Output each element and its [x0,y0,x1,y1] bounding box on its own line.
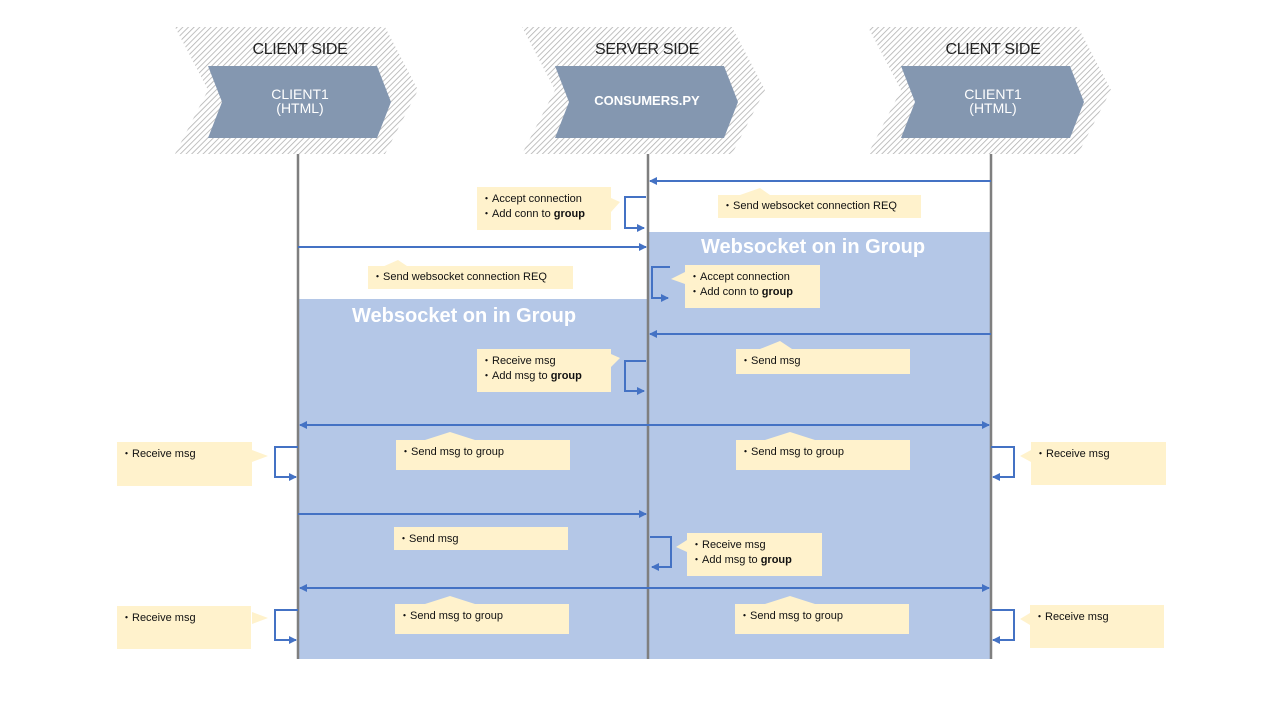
header-chevron-inner-2 [555,66,738,138]
note-line: Send msg to group [409,609,561,624]
note-receive-msg-server-2: Receive msg Add msg to group [687,533,822,576]
client-left-name: CLIENT1 (HTML) [210,87,390,115]
note-accept-connection-1: Accept connection Add conn to group [477,187,611,230]
note-send-msg-group-right-2: Send msg to group [735,604,909,634]
callout-pointer [425,432,475,440]
loop-right-receive-1 [991,446,1015,481]
note-line: Receive msg [701,538,814,553]
note-text: Add msg to [702,554,761,566]
note-line: Send msg [408,532,560,547]
note-line: Receive msg [491,354,603,369]
note-send-msg-group-right-1: Send msg to group [736,440,910,470]
loop-server-receive-2 [650,536,672,571]
note-text: Add conn to [700,286,762,298]
note-send-msg-group-left-1: Send msg to group [396,440,570,470]
note-line: Receive msg [131,447,244,462]
callout-pointer [671,272,685,284]
loop-left-receive-1 [274,446,298,481]
header-title-left: CLIENT SIDE [252,41,348,58]
client-right-name: CLIENT1 (HTML) [903,87,1083,115]
note-line: Send msg to group [750,445,902,460]
note-bold: group [760,554,792,566]
note-text: Add msg to [492,370,551,382]
note-send-ws-req-right: Send websocket connection REQ [718,195,921,218]
note-send-ws-req-left: Send websocket connection REQ [368,266,573,289]
note-line: Add msg to group [701,553,814,568]
callout-pointer [765,432,815,440]
header-title-right: CLIENT SIDE [945,41,1041,58]
callout-pointer [1020,613,1030,625]
callout-pointer [611,198,620,212]
group-title-right: Websocket on in Group [701,236,926,258]
note-line: Accept connection [699,270,812,285]
client-left-name-line1: CLIENT1 [271,86,329,102]
callout-pointer [611,354,620,367]
note-send-msg-group-left-2: Send msg to group [395,604,569,634]
loop-right-receive-2 [991,609,1015,644]
note-accept-connection-2: Accept connection Add conn to group [685,265,820,308]
server-name-line1: CONSUMERS.PY [594,93,700,108]
note-send-msg-left-2: Send msg [394,527,568,550]
note-line: Send msg to group [749,609,901,624]
note-text: Add conn to [492,208,554,220]
note-line: Receive msg [1045,447,1158,462]
loop-left-receive-2 [274,609,298,644]
note-line: Send websocket connection REQ [382,270,565,285]
note-send-msg-right: Send msg [736,349,910,374]
note-line: Receive msg [131,611,243,626]
callout-pointer [765,596,815,604]
note-line: Add conn to group [699,285,812,300]
header-chevron-inner-1 [208,66,391,138]
callout-pointer [252,450,268,462]
loop-server-accept-2 [651,266,670,302]
note-bold: group [553,208,585,220]
client-right-name-line2: (HTML) [969,100,1017,116]
header-chevron-inner-3 [901,66,1084,138]
client-left-name-line2: (HTML) [276,100,324,116]
callout-pointer [760,341,792,349]
note-bold: group [550,370,582,382]
note-receive-msg-left-2: Receive msg [117,606,251,649]
note-line: Add msg to group [491,369,603,384]
client-right-name-line1: CLIENT1 [964,86,1022,102]
note-line: Send websocket connection REQ [732,199,913,214]
note-line: Send msg [750,354,902,369]
note-bold: group [761,286,793,298]
loop-server-accept-1 [624,196,646,232]
note-receive-msg-left-1: Receive msg [117,442,252,486]
group-title-left: Websocket on in Group [352,305,577,327]
note-line: Add conn to group [491,207,603,222]
loop-server-receive-1 [624,360,646,395]
note-receive-msg-server-1: Receive msg Add msg to group [477,349,611,392]
callout-pointer [676,540,687,552]
note-line: Send msg to group [410,445,562,460]
note-receive-msg-right-2: Receive msg [1030,605,1164,648]
callout-pointer [252,612,268,624]
note-receive-msg-right-1: Receive msg [1031,442,1166,485]
callout-pointer [425,596,475,604]
note-line: Accept connection [491,192,603,207]
server-name: CONSUMERS.PY [557,94,737,108]
note-line: Receive msg [1044,610,1156,625]
callout-pointer [740,188,770,195]
header-title-server: SERVER SIDE [595,41,699,58]
callout-pointer [1020,450,1031,462]
